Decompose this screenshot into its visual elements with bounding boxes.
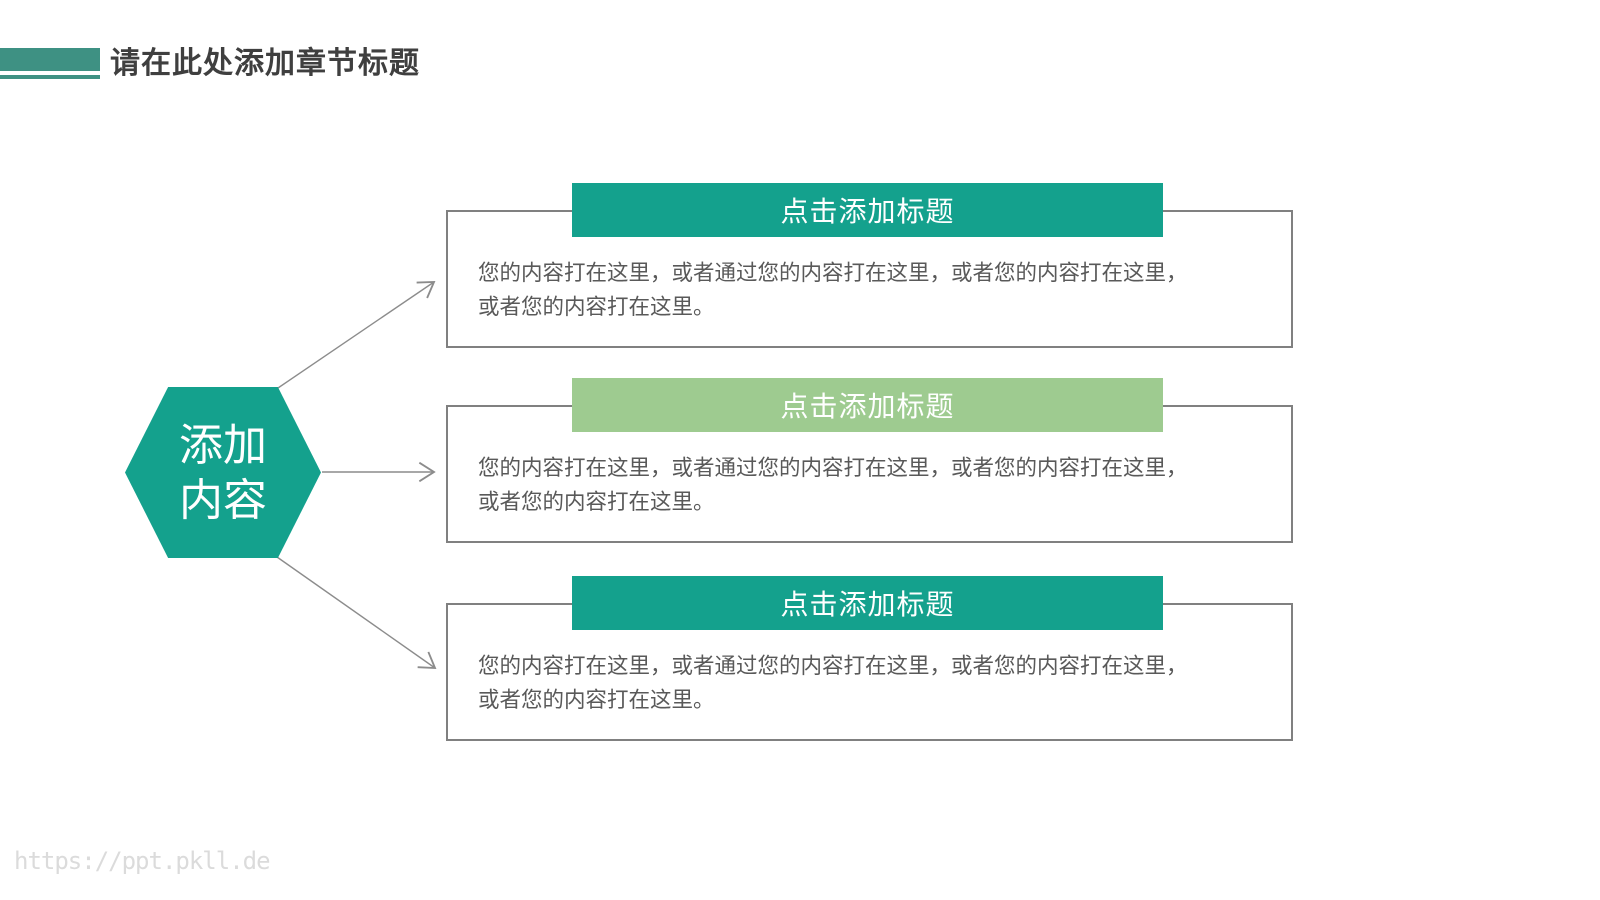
title-bar-2-label: 点击添加标题 [780,391,955,422]
connector-arrow-bottom [276,556,437,669]
title-bar-1-label: 点击添加标题 [780,196,955,227]
header-accent-bar [0,48,100,71]
title-bar-3[interactable]: 点击添加标题 [572,576,1163,630]
watermark-url: https://ppt.pkll.de [14,847,271,875]
body-text-1-line1: 您的内容打在这里，或者通过您的内容打在这里，或者您的内容打在这里， [478,261,1188,285]
body-text-1-line2: 或者您的内容打在这里。 [478,295,715,319]
body-text-3-line2: 或者您的内容打在这里。 [478,688,715,712]
connector-arrow-top [277,281,436,389]
body-text-2[interactable]: 您的内容打在这里，或者通过您的内容打在这里，或者您的内容打在这里， 或者您的内容打… [478,451,1261,519]
header-accent-line [0,75,100,79]
body-text-2-line2: 或者您的内容打在这里。 [478,490,715,514]
title-bar-3-label: 点击添加标题 [780,589,955,620]
hexagon-label: 添加 内容 [179,420,267,525]
title-bar-1[interactable]: 点击添加标题 [572,183,1163,237]
body-text-1[interactable]: 您的内容打在这里，或者通过您的内容打在这里，或者您的内容打在这里， 或者您的内容打… [478,256,1261,324]
body-text-3[interactable]: 您的内容打在这里，或者通过您的内容打在这里，或者您的内容打在这里， 或者您的内容打… [478,649,1261,717]
body-text-2-line1: 您的内容打在这里，或者通过您的内容打在这里，或者您的内容打在这里， [478,456,1188,480]
hexagon-shape[interactable]: 添加 内容 [125,387,321,558]
section-title-placeholder[interactable]: 请在此处添加章节标题 [110,47,420,80]
title-bar-2[interactable]: 点击添加标题 [572,378,1163,432]
body-text-3-line1: 您的内容打在这里，或者通过您的内容打在这里，或者您的内容打在这里， [478,654,1188,678]
